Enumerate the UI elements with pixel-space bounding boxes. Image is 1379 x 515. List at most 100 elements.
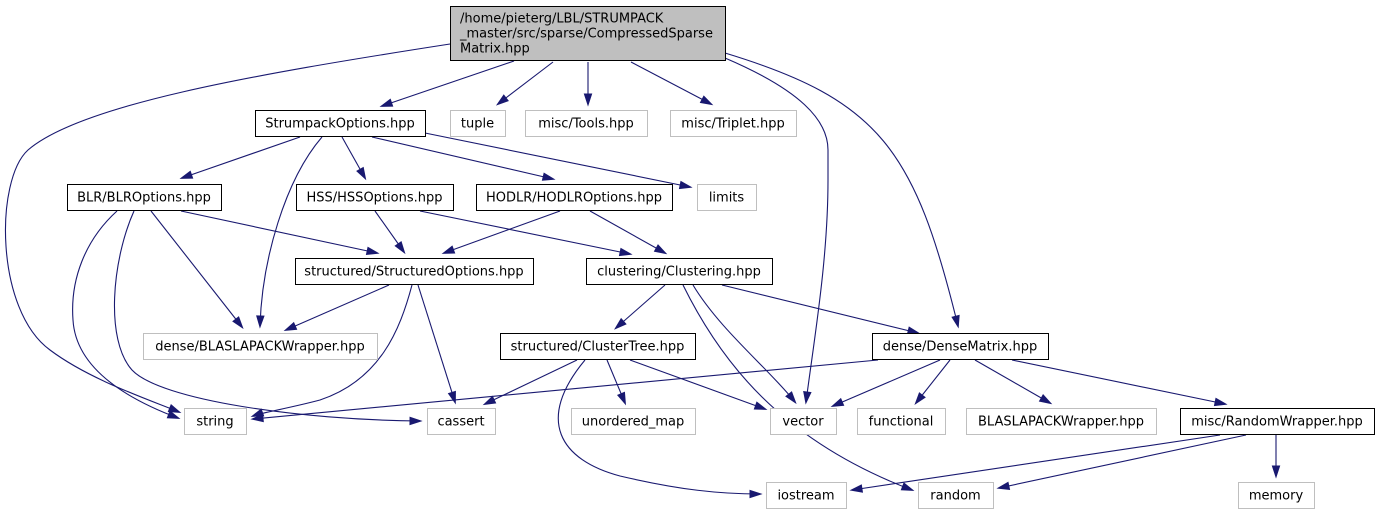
edge-line [589, 210, 666, 254]
node-main[interactable]: /home/pieterg/LBL/STRUMPACK_master/src/s… [450, 6, 726, 61]
edge-clustering-to-random [682, 284, 915, 491]
node-label: limits [709, 191, 745, 206]
edge-strumpack-options-to-blr-options [179, 136, 301, 179]
node-clustering[interactable]: clustering/Clustering.hpp [586, 258, 773, 285]
arrowhead-icon [541, 172, 556, 181]
node-hodlr-options[interactable]: HODLR/HODLROptions.hpp [476, 184, 673, 211]
node-tuple: tuple [450, 110, 506, 137]
edge-clustering-to-cluster-tree [614, 284, 666, 330]
edge-blr-options-to-string [72, 210, 181, 419]
node-label: BLR/BLROptions.hpp [77, 191, 211, 206]
edge-main-to-strumpack-options [379, 60, 515, 107]
node-label: Matrix.hpp [460, 42, 530, 57]
edge-line [1011, 359, 1226, 405]
node-box [571, 408, 696, 435]
arrowhead-icon [699, 95, 714, 106]
edge-line [724, 57, 829, 403]
edge-blr-options-to-blaslapack-dense [150, 210, 244, 330]
node-label: structured/ClusterTree.hpp [511, 340, 685, 355]
node-box [184, 408, 247, 435]
arrowhead-icon [803, 391, 812, 405]
node-label: _master/src/sparse/CompressedSparse [459, 27, 713, 42]
node-dense-matrix[interactable]: dense/DenseMatrix.hpp [872, 333, 1049, 360]
arrowhead-icon [951, 314, 960, 329]
arrowhead-icon [482, 395, 497, 406]
node-misc-tools: misc/Tools.hpp [525, 110, 648, 137]
node-hss-options[interactable]: HSS/HSSOptions.hpp [296, 184, 454, 211]
edge-hss-options-to-structured-options [374, 210, 406, 255]
node-box [525, 110, 648, 137]
node-label: HSS/HSSOptions.hpp [307, 191, 443, 206]
node-blr-options[interactable]: BLR/BLROptions.hpp [67, 184, 222, 211]
node-box [500, 333, 696, 360]
arrowhead-icon [232, 316, 244, 330]
edge-line [557, 359, 761, 495]
arrowhead-icon [583, 93, 593, 107]
node-label: string [196, 415, 233, 430]
edge-line [682, 284, 913, 491]
edge-dense-matrix-to-blaslapack [974, 359, 1053, 405]
edge-dense-matrix-to-string [250, 359, 879, 423]
arrowhead-icon [996, 481, 1011, 490]
arrowhead-icon [1213, 397, 1228, 407]
node-structured-options[interactable]: structured/StructuredOptions.hpp [295, 258, 534, 285]
nodes-layer: /home/pieterg/LBL/STRUMPACK_master/src/s… [67, 6, 1375, 509]
edge-line [443, 210, 561, 254]
node-label: BLASLAPACKWrapper.hpp [978, 415, 1144, 430]
node-box [295, 258, 534, 285]
edge-line [417, 284, 456, 403]
arrowhead-icon [749, 489, 763, 499]
edge-main-to-misc-tools [583, 62, 593, 107]
node-label: unordered_map [582, 415, 685, 430]
edge-line [721, 284, 919, 334]
edge-line [692, 284, 796, 403]
edge-strumpack-options-to-limits [424, 132, 693, 190]
arrowhead-icon [653, 244, 668, 255]
node-label: /home/pieterg/LBL/STRUMPACK [460, 12, 664, 27]
node-box [450, 110, 506, 137]
edge-structured-options-to-cassert [417, 284, 456, 405]
arrowhead-icon [447, 390, 456, 405]
edge-line [832, 359, 941, 407]
edge-line [371, 136, 554, 180]
edge-dense-matrix-to-vector [830, 359, 941, 408]
arrowhead-icon [495, 94, 509, 106]
arrowhead-icon [753, 401, 768, 410]
edge-cluster-tree-to-cassert [482, 359, 578, 406]
arrowhead-icon [365, 246, 380, 255]
edge-line [381, 60, 515, 107]
node-box [918, 482, 994, 509]
edge-line [630, 61, 712, 105]
arrowhead-icon [616, 391, 627, 406]
arrowhead-icon [379, 98, 394, 107]
node-vector: vector [770, 408, 837, 435]
edge-structured-options-to-blaslapack-dense [283, 284, 390, 332]
edge-main-to-misc-triplet [630, 61, 714, 106]
node-blaslapack: BLASLAPACKWrapper.hpp [966, 408, 1157, 435]
edge-dense-matrix-to-random-wrapper [1011, 359, 1228, 407]
node-label: HODLR/HODLROptions.hpp [486, 191, 662, 206]
node-box [143, 333, 378, 360]
edge-line [72, 210, 179, 419]
node-label: dense/DenseMatrix.hpp [883, 340, 1037, 355]
node-box [966, 408, 1157, 435]
edge-line [419, 210, 631, 255]
edge-hss-options-to-clustering [419, 210, 633, 257]
node-box [697, 184, 757, 211]
edge-line [259, 136, 323, 327]
node-box [427, 408, 496, 435]
node-random-wrapper[interactable]: misc/RandomWrapper.hpp [1180, 408, 1375, 435]
node-box [1238, 482, 1315, 509]
node-box [255, 110, 426, 137]
node-label: structured/StructuredOptions.hpp [304, 265, 523, 280]
edge-line [181, 136, 301, 179]
node-strumpack-options[interactable]: StrumpackOptions.hpp [255, 110, 426, 137]
arrowhead-icon [394, 240, 406, 255]
edge-hodlr-options-to-structured-options [441, 210, 561, 254]
node-cluster-tree[interactable]: structured/ClusterTree.hpp [500, 333, 696, 360]
edge-random-wrapper-to-random [996, 434, 1247, 490]
edge-hodlr-options-to-clustering [589, 210, 668, 255]
node-memory: memory [1238, 482, 1315, 509]
arrowhead-icon [614, 317, 627, 330]
node-box [476, 184, 673, 211]
